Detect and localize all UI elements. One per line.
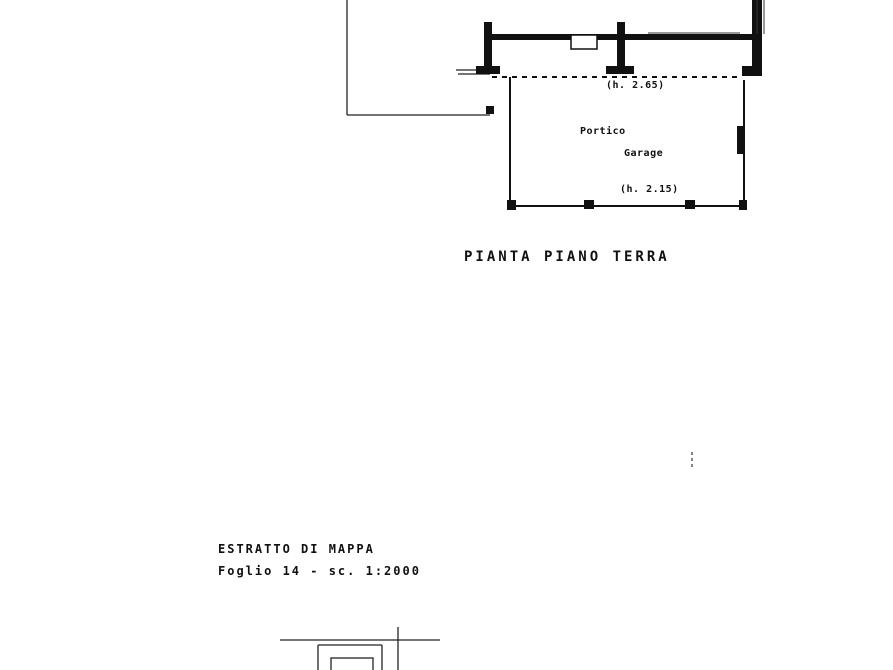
- upper-wall: [476, 0, 762, 76]
- wall-hatching: [648, 0, 765, 34]
- room-label-portico: Portico: [580, 126, 626, 137]
- map-extract-title: ESTRATTO DI MAPPA: [218, 542, 375, 556]
- site-boundary-lines: [346, 0, 490, 116]
- room-label-garage: Garage: [624, 148, 664, 159]
- window-symbol: [570, 34, 598, 50]
- height-label-top: (h. 2.65): [606, 80, 665, 91]
- map-extract-subtitle: Foglio 14 - sc. 1:2000: [218, 564, 421, 578]
- height-label-bottom: (h. 2.15): [620, 184, 679, 195]
- map-extract-sketch: [280, 627, 440, 670]
- plan-title: PIANTA PIANO TERRA: [464, 249, 670, 265]
- garage-pillars: [486, 106, 747, 210]
